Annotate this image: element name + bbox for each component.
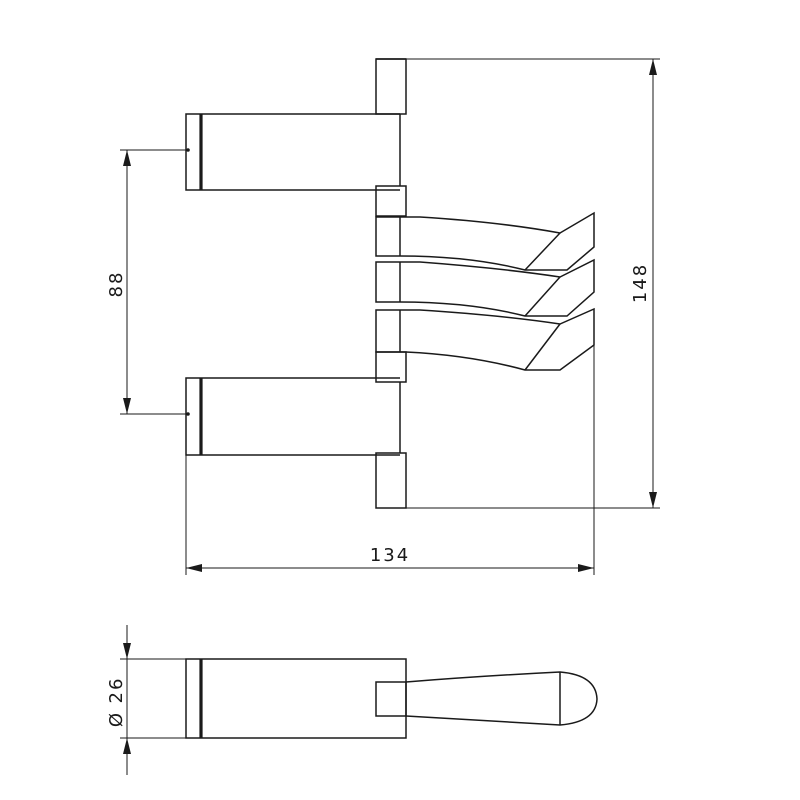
swivel-arm-2 bbox=[375, 258, 595, 317]
mount-point bbox=[186, 148, 190, 152]
upper-bracket bbox=[185, 113, 400, 191]
diameter-label: 26 bbox=[106, 677, 127, 704]
dimension-148: 148 bbox=[406, 58, 660, 509]
dimension-88: 88 bbox=[106, 149, 186, 415]
dimension-148-label: 148 bbox=[630, 263, 651, 303]
dimension-diameter-26: Ø 26 bbox=[106, 625, 186, 775]
swivel-arm-3 bbox=[375, 307, 595, 371]
lower-bracket bbox=[185, 377, 400, 456]
wall-plate bbox=[375, 58, 407, 509]
dimension-134-label: 134 bbox=[370, 545, 410, 566]
side-view bbox=[185, 658, 598, 739]
swivel-arm-1 bbox=[375, 211, 595, 271]
mount-point bbox=[186, 412, 190, 416]
diameter-symbol: Ø bbox=[106, 711, 127, 727]
dimension-134: 134 bbox=[185, 345, 595, 575]
dimension-88-label: 88 bbox=[106, 271, 127, 298]
arm-profile bbox=[405, 671, 598, 726]
front-view bbox=[185, 58, 595, 509]
